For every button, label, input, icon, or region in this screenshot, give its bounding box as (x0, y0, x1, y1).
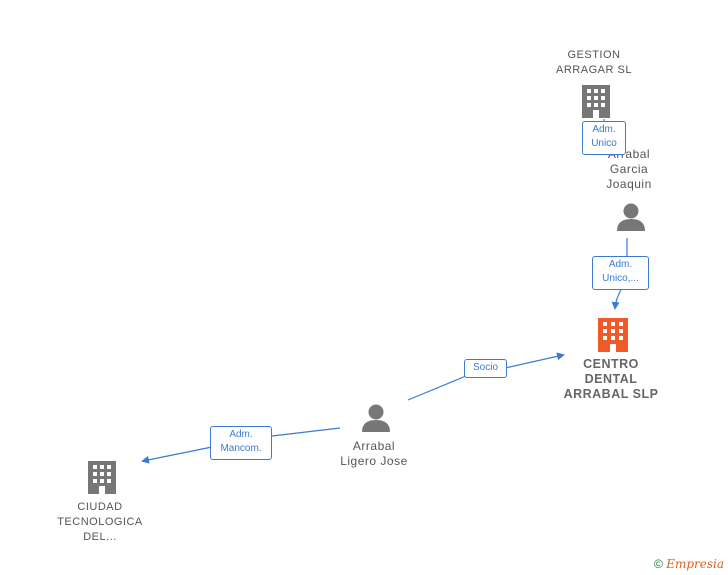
node-label-centro[interactable]: CENTRO DENTAL ARRABAL SLP (563, 357, 659, 401)
edge-label-joaquin-centro[interactable]: Adm. Unico,... (592, 256, 649, 290)
edge-label-gestion-joaquin[interactable]: Adm. Unico (582, 121, 626, 155)
node-label-jose[interactable]: Arrabal Ligero Jose (340, 439, 408, 468)
node-label-ciudad[interactable]: CIUDAD TECNOLOGICA DEL... (57, 501, 143, 543)
building-icon-main[interactable] (598, 318, 628, 352)
edge-jose-ciudad (143, 427, 341, 461)
person-icon[interactable] (617, 203, 645, 232)
edge-jose-centro (407, 355, 563, 401)
building-icon[interactable] (88, 461, 116, 494)
edge-label-jose-ciudad[interactable]: Adm. Mancom. (210, 426, 272, 460)
person-icon[interactable] (362, 404, 390, 433)
node-label-gestion[interactable]: GESTION ARRAGAR SL (556, 49, 632, 76)
copyright-symbol: © (654, 557, 663, 571)
building-icon[interactable] (582, 85, 610, 118)
brand-logo: Empresia (666, 557, 724, 571)
edge-label-jose-centro[interactable]: Socio (464, 359, 507, 378)
footer-brand[interactable]: © Empresia (654, 557, 724, 571)
